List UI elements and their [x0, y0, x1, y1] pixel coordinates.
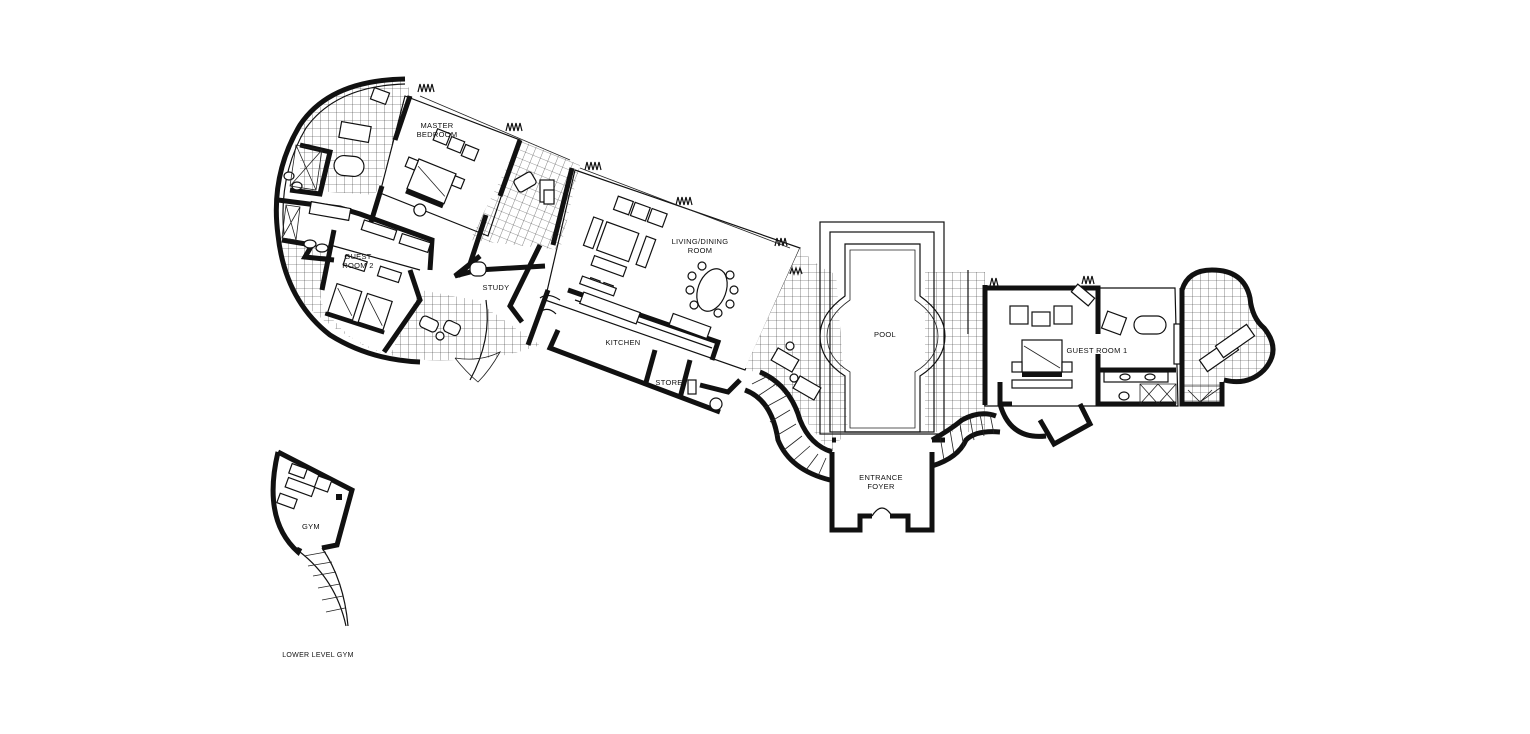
label-master-bedroom-2: BEDROOM: [417, 130, 458, 139]
pool-terrace-right: [925, 272, 985, 432]
label-guest-room-1: GUEST ROOM 1: [1067, 346, 1128, 355]
label-lower-level-gym: LOWER LEVEL GYM: [282, 652, 354, 659]
guest-room-1-wing: [982, 267, 1276, 448]
label-kitchen: KITCHEN: [605, 338, 640, 347]
label-living-dining-2: ROOM: [688, 246, 713, 255]
label-gym: GYM: [302, 522, 320, 531]
label-guest-room-2-1: GUEST: [344, 252, 371, 261]
right-stairs: [930, 411, 1001, 469]
outer-curve-wall: [273, 76, 421, 365]
label-entrance-foyer-1: ENTRANCE: [859, 473, 903, 482]
label-entrance-foyer-2: FOYER: [867, 482, 895, 491]
guest2-terrace: [281, 240, 540, 361]
pool-basin: [819, 243, 946, 433]
master-balcony: [470, 140, 580, 250]
label-pool: POOL: [874, 330, 896, 339]
label-living-dining-1: LIVING/DINING: [672, 237, 729, 246]
label-master-bedroom-1: MASTER: [420, 121, 453, 130]
gym: [270, 449, 355, 627]
pool-deck: [744, 221, 985, 483]
label-guest-room-2-2: ROOM 2: [342, 261, 373, 270]
label-store: STORE: [655, 378, 682, 387]
label-study: STUDY: [483, 283, 510, 292]
room-labels: MASTER BEDROOM LIVING/DINING ROOM GUEST …: [282, 121, 1127, 659]
pool-terrace-left: [745, 248, 848, 452]
kitchen-store: [539, 275, 742, 415]
left-wing: [273, 76, 580, 383]
drape-symbols: [417, 83, 1095, 287]
